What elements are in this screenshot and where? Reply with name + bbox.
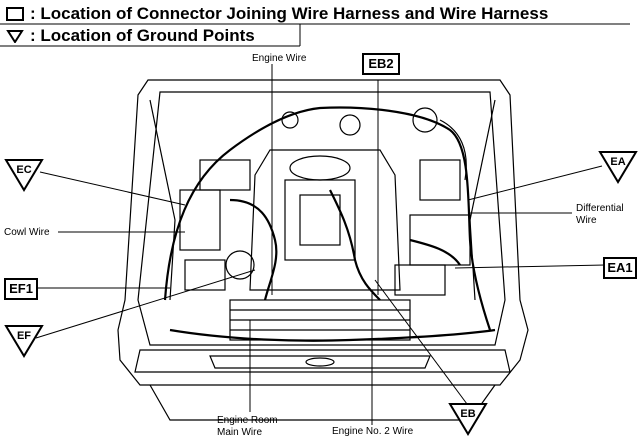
engine-wire-label: Engine Wire bbox=[252, 53, 307, 64]
engine-room-main-wire-label-line1: Engine Room bbox=[217, 415, 278, 426]
connector-square-icon bbox=[6, 7, 24, 21]
legend-connector-text: : Location of Connector Joining Wire Har… bbox=[30, 4, 549, 23]
engine-no2-wire-label: Engine No. 2 Wire bbox=[332, 426, 414, 437]
legend-ground-row: : Location of Ground Points bbox=[2, 26, 255, 46]
legend-ground-text: : Location of Ground Points bbox=[30, 26, 255, 45]
differential-wire-label-line2: Wire bbox=[576, 215, 597, 226]
differential-wire-label-line1: Differential bbox=[576, 203, 624, 214]
ground-triangle-icon bbox=[6, 30, 24, 43]
ground-ea-triangle: EA bbox=[598, 151, 638, 184]
connector-ea1-label: EA1 bbox=[603, 257, 637, 279]
ground-ef-label: EF bbox=[17, 330, 31, 342]
legend-separator bbox=[0, 23, 630, 47]
ground-ec-label: EC bbox=[16, 164, 31, 176]
engine-room-main-wire-label-line2: Main Wire bbox=[217, 427, 263, 438]
ground-ec-triangle: EC bbox=[4, 159, 44, 192]
connector-ef1-label: EF1 bbox=[4, 278, 38, 300]
ground-eb-label: EB bbox=[460, 408, 475, 420]
connector-eb2-label: EB2 bbox=[362, 53, 400, 75]
ground-ea-label: EA bbox=[610, 156, 625, 168]
ground-ef-triangle: EF bbox=[4, 325, 44, 358]
legend-connector-row: : Location of Connector Joining Wire Har… bbox=[2, 4, 548, 24]
ground-eb-triangle: EB bbox=[448, 403, 488, 436]
cowl-wire-label: Cowl Wire bbox=[4, 227, 50, 238]
